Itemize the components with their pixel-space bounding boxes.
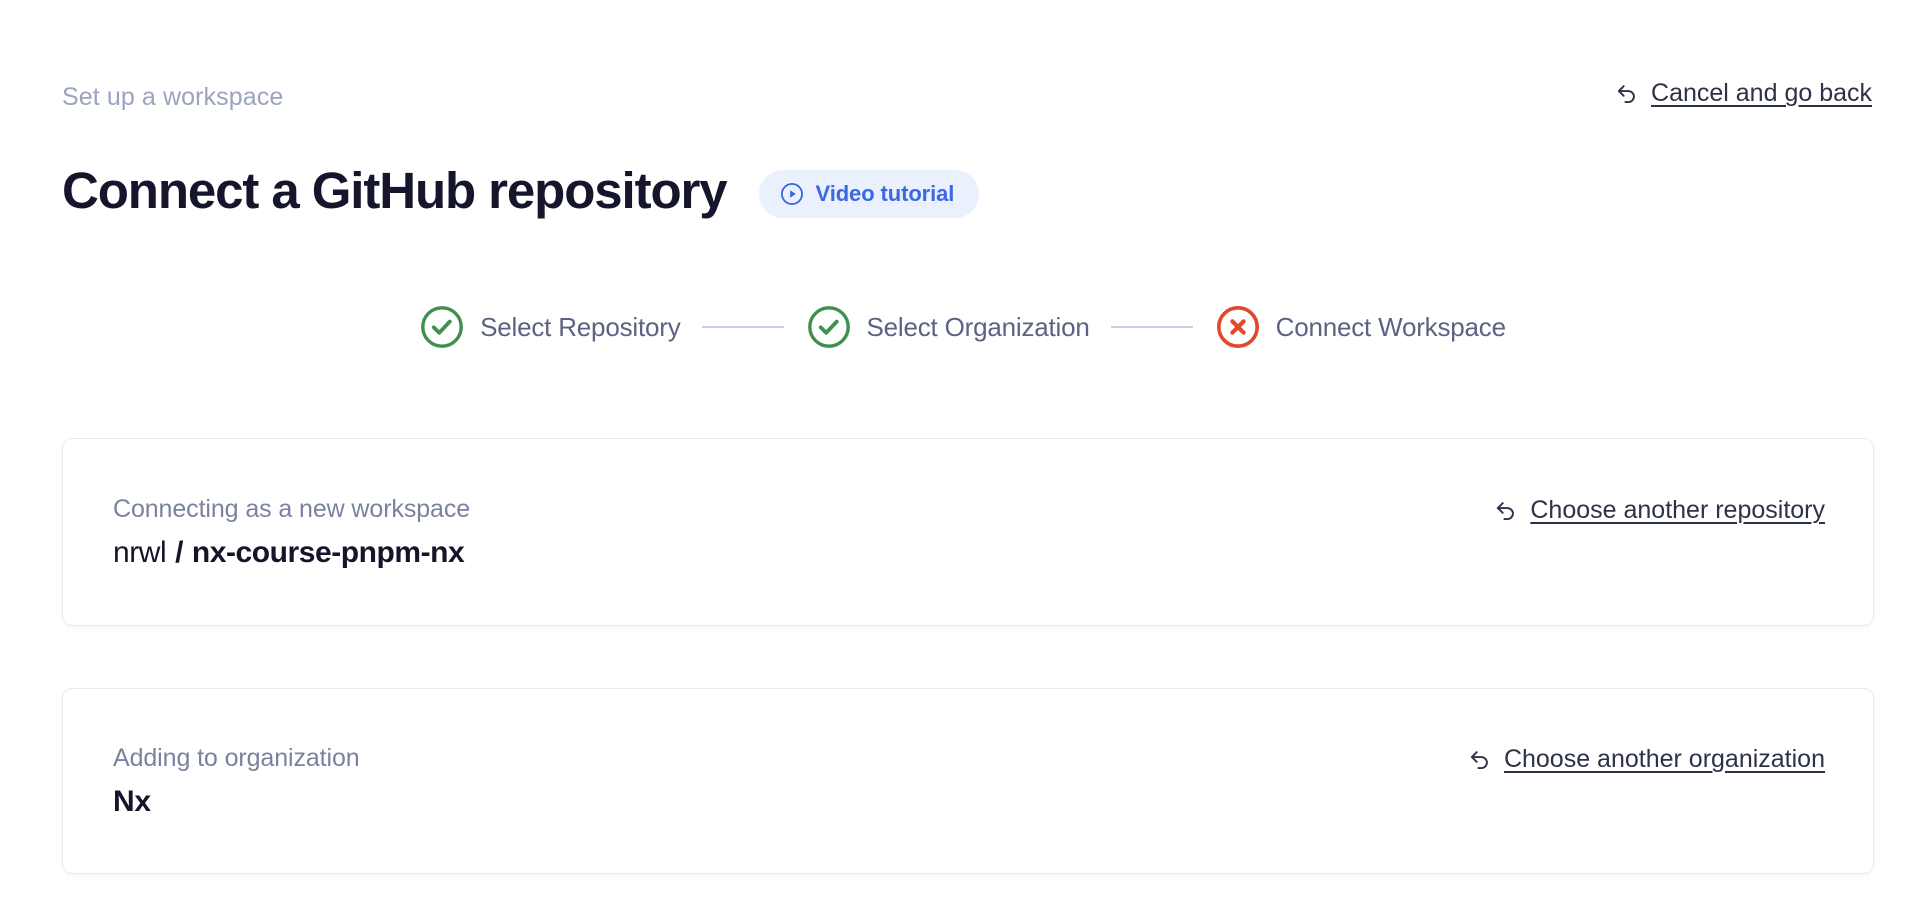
card-content: Adding to organization Nx Choose another… bbox=[63, 689, 1873, 873]
step-label: Connect Workspace bbox=[1275, 312, 1506, 342]
step-label: Select Repository bbox=[480, 312, 681, 342]
repository-summary-card: Connecting as a new workspace nrwl / nx-… bbox=[62, 438, 1874, 626]
check-circle-icon bbox=[805, 303, 853, 351]
check-circle-icon bbox=[418, 303, 466, 351]
step-select-organization[interactable]: Select Organization bbox=[805, 303, 1090, 351]
video-tutorial-label: Video tutorial bbox=[815, 181, 955, 207]
choose-another-organization-link[interactable]: Choose another organization bbox=[1466, 744, 1825, 774]
progress-stepper: Select Repository Select Organization Co… bbox=[0, 303, 1924, 351]
cancel-and-go-back-label: Cancel and go back bbox=[1651, 79, 1872, 107]
choose-another-repository-link[interactable]: Choose another repository bbox=[1492, 495, 1825, 525]
page-header: Set up a workspace Connect a GitHub repo… bbox=[62, 82, 1872, 256]
repository-owner: nrwl bbox=[113, 535, 167, 569]
undo-arrow-icon bbox=[1492, 497, 1519, 524]
undo-arrow-icon bbox=[1466, 746, 1493, 773]
x-circle-icon bbox=[1214, 303, 1262, 351]
repository-card-caption: Connecting as a new workspace bbox=[113, 494, 471, 523]
page-title: Connect a GitHub repository bbox=[62, 162, 728, 220]
organization-summary-card: Adding to organization Nx Choose another… bbox=[62, 688, 1874, 874]
step-select-repository[interactable]: Select Repository bbox=[418, 303, 681, 351]
title-row: Connect a GitHub repository Video tutori… bbox=[62, 126, 1872, 256]
play-circle-icon bbox=[779, 181, 805, 207]
video-tutorial-button[interactable]: Video tutorial bbox=[758, 170, 980, 219]
undo-arrow-icon bbox=[1613, 80, 1640, 107]
repository-name: nx-course-pnpm-nx bbox=[191, 535, 465, 569]
step-connect-workspace[interactable]: Connect Workspace bbox=[1214, 303, 1506, 351]
repository-separator: / bbox=[175, 535, 183, 569]
breadcrumb: Set up a workspace bbox=[62, 83, 284, 111]
organization-card-value: Nx bbox=[113, 784, 151, 818]
card-content: Connecting as a new workspace nrwl / nx-… bbox=[63, 439, 1873, 625]
step-connector bbox=[701, 326, 784, 328]
choose-another-repository-label: Choose another repository bbox=[1530, 496, 1825, 524]
organization-card-caption: Adding to organization bbox=[113, 743, 360, 772]
cancel-and-go-back-link[interactable]: Cancel and go back bbox=[1613, 78, 1872, 108]
repository-card-value: nrwl / nx-course-pnpm-nx bbox=[113, 535, 1825, 571]
choose-another-organization-label: Choose another organization bbox=[1503, 745, 1825, 773]
step-connector bbox=[1110, 326, 1193, 328]
step-label: Select Organization bbox=[866, 312, 1090, 342]
